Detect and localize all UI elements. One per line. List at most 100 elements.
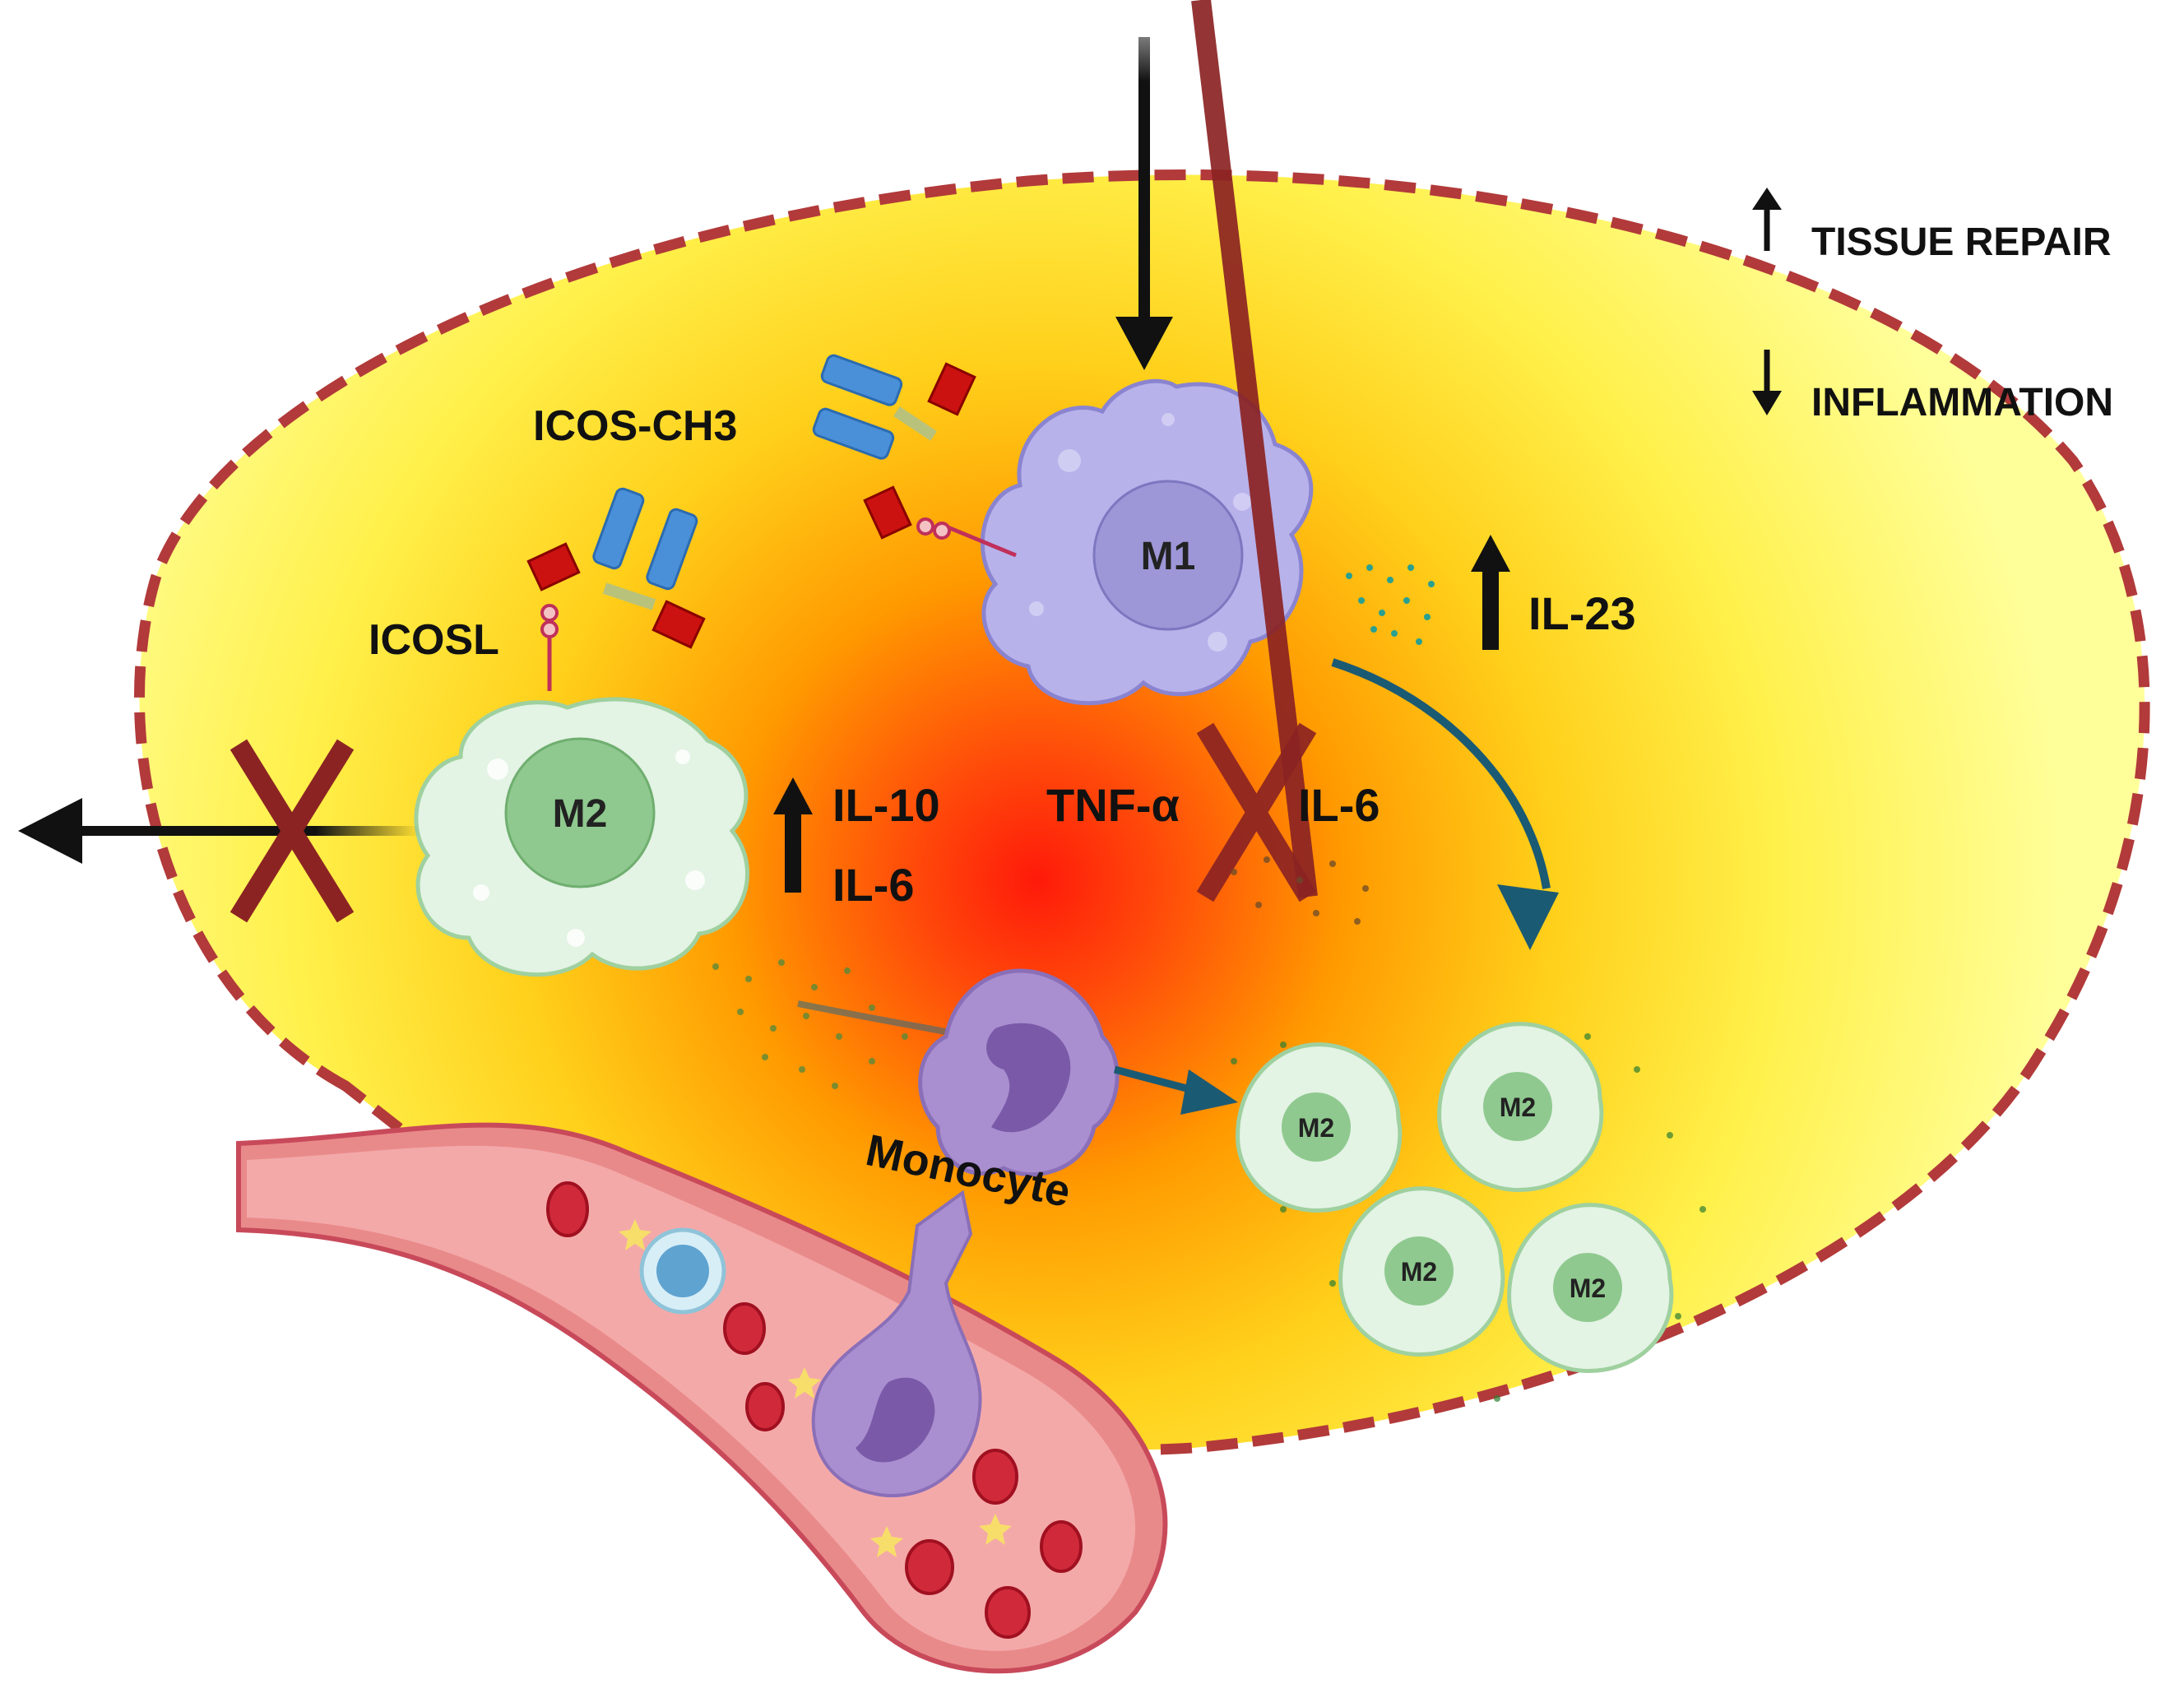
cytokine-dot [712,963,719,970]
x-stroke [230,739,355,923]
icosl-label: ICOSL [369,616,499,664]
m2-cluster-label: M2 [1298,1113,1334,1143]
antibody-fab-blue [592,487,645,570]
red-blood-cell [985,1586,1031,1639]
cytokine-dot [1346,573,1352,579]
red-blood-cell [972,1449,1018,1505]
cytokine-dot [869,1004,875,1011]
antibody-fab-blue [820,354,903,406]
cytokine-dot [1354,918,1361,925]
stimulus-arrow-shaft [1138,37,1150,333]
il6-m2-label: IL-6 [832,859,915,911]
m1-macrophage: M1 [981,378,1314,706]
antibody-fab-blue [812,407,895,460]
blood-vessel [236,1122,1168,1674]
cytokine-dot [1358,597,1365,604]
m2-nucleus [504,737,656,888]
vesicle [675,749,690,764]
vesicle [487,758,508,780]
cytokine-dot [1329,860,1336,867]
icos-ch3-antibody [812,354,1017,558]
tissue-repair-label: TISSUE REPAIR [1811,220,2112,264]
blocked-arrow-head [18,798,82,864]
red-blood-cell [1040,1520,1083,1573]
up-arrow-shaft [785,810,801,893]
vesicle [1058,449,1081,472]
icosl-bead [540,620,559,638]
il10-il6-up-arrow [773,777,813,893]
m2-cluster-label: M2 [1401,1257,1437,1287]
il23-up-arrow [1471,535,1510,650]
cytokine-dot [1391,630,1398,637]
vesicle [473,884,489,901]
cytokine-dot [1313,910,1319,916]
cytokine-dot [1255,902,1262,908]
curve-arrow-head [1497,884,1559,950]
m2-cluster-label: M2 [1570,1273,1606,1303]
blocked-migration-arrow [18,798,420,864]
icos-bead [933,522,951,540]
il6-m1-label: IL-6 [1298,779,1380,831]
monocyte-arrow-head [1180,1069,1238,1115]
vesicle [1029,601,1044,616]
m2-cluster: M2 M2 M2 M2 [1236,1022,1674,1373]
red-blood-cell [905,1539,954,1595]
cytokine-dot [1280,1041,1287,1048]
cytokine-dot [762,1054,768,1060]
m2-macrophage: M2 [414,697,749,977]
cytokine-dot [1264,856,1270,863]
cytokine-dot [1494,1395,1500,1402]
antibody-red-domain [526,542,581,591]
icosl-bead [540,604,559,622]
cytokine-dot [1231,869,1237,875]
cytokine-dot [1280,1206,1287,1213]
cytokine-dots-m2 [712,959,908,1089]
monocyte-nucleus [986,1023,1071,1133]
antibody-red-domain [863,485,912,540]
cytokine-dot [1699,1206,1706,1213]
cytokine-dot [1379,610,1385,616]
inflammation-down-arrow [1752,350,1782,415]
vesicle [1233,493,1251,511]
cytokine-dot [1424,614,1430,620]
antibody-red-domain [927,362,976,416]
m2-cluster-cell: M2 [1437,1022,1604,1192]
monocyte [797,968,1238,1177]
cytokine-x-mark [1196,722,1317,902]
up-arrow-head [773,777,813,814]
platelet-star [788,1367,821,1399]
antibody-hinge [893,406,937,441]
m2-vesicles [473,749,705,947]
red-blood-cell [723,1302,766,1355]
cytokine-dot [1634,1066,1640,1073]
cytokine-dot [1428,581,1435,587]
il23-label: IL-23 [1528,587,1636,639]
platelet-star [870,1526,903,1557]
antibody-fab-blue [646,508,698,591]
lymphocyte-nucleus [656,1245,709,1297]
up-arrow-shaft [1482,568,1499,650]
blocked-x-mark [230,739,355,923]
cytokine-dot [832,1083,838,1089]
m1-to-m2-arrow [1331,658,1559,950]
cytokine-dots-tnf [1231,856,1369,925]
cytokine-dot [737,1009,744,1015]
cytokine-dot [1296,877,1303,884]
m2-cluster-nucleus [1483,1072,1552,1141]
icos-bead [916,517,934,536]
antibody-red-domain [651,600,706,649]
tnf-alpha-label: TNF-α [1046,779,1180,831]
cytokine-dot [1387,577,1393,583]
stimulus-arrow-head [1115,317,1173,370]
cytokine-dot [770,1025,777,1032]
platelet-star [979,1514,1012,1545]
inflammation-label: INFLAMMATION [1811,381,2113,424]
tissue-region [134,169,2150,1455]
cytokine-dot [1675,1313,1681,1320]
outcome-legend: TISSUE REPAIR INFLAMMATION [1752,188,2113,424]
cytokine-dot [1231,1058,1237,1065]
blocked-arrow-shaft [74,826,420,836]
cytokine-dot [1416,638,1422,645]
